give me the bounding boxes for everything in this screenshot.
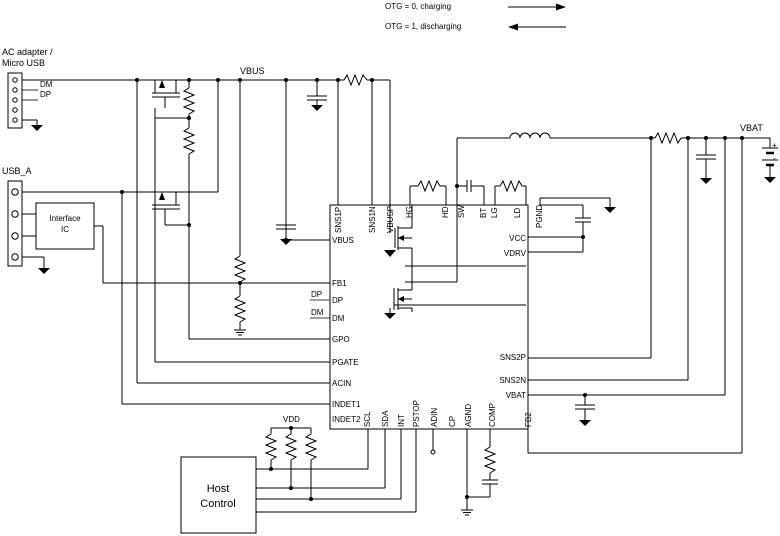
battery-plus: +	[772, 141, 777, 150]
pin-vbus: VBUS	[332, 236, 354, 245]
interface-ic-label-1: Interface	[49, 214, 81, 223]
pin-vdrv: VDRV	[504, 249, 527, 258]
legend-otg-charging: OTG = 0, charging	[385, 2, 451, 11]
control-wires: DP DM	[121, 80, 330, 405]
pin-lg: LG	[490, 207, 499, 218]
bottom-network	[430, 429, 498, 516]
pin-adin: ADIN	[430, 408, 439, 427]
pin-sns1n: SNS1N	[368, 206, 377, 233]
interface-ic-label-2: IC	[61, 225, 69, 234]
charger-ic: VBUS FB1 DP DM GPO PGATE ACIN INDET1 IND…	[329, 204, 544, 430]
pin-indet2: INDET2	[332, 415, 361, 424]
pin-hg: HG	[405, 206, 414, 218]
usb-a-label: USB_A	[2, 166, 32, 176]
inductor-icon	[509, 132, 551, 139]
battery-minus: -	[773, 154, 776, 163]
pin-dm: DM	[332, 314, 345, 323]
pin-ld: LD	[513, 208, 522, 218]
pin-indet1: INDET1	[332, 400, 361, 409]
dp-net-label: DP	[311, 290, 322, 299]
pin-pgate: PGATE	[332, 358, 359, 367]
pin-sns1p: SNS1P	[334, 207, 343, 233]
pin-comp: COMP	[488, 403, 497, 427]
battery-side: VBAT + -	[527, 123, 778, 454]
vdd-net-label: VDD	[283, 415, 300, 424]
interface-ic: Interface IC	[35, 202, 330, 284]
vbus-net-label: VBUS	[240, 66, 265, 76]
pin-pgnd: PGND	[535, 205, 544, 228]
pin-scl: SCL	[363, 411, 372, 427]
pin-cp: CP	[448, 416, 457, 427]
junction-dots	[120, 78, 744, 501]
host-label-2: Control	[200, 498, 235, 510]
pin-int: INT	[397, 414, 406, 427]
vcc-vdrv-network	[528, 197, 617, 253]
pin-fb2: FB2	[524, 412, 533, 427]
pin-pstop: PSTOP	[412, 400, 421, 427]
pin-fb1: FB1	[332, 279, 347, 288]
vbat-net-label: VBAT	[740, 123, 763, 133]
host-interface: VDD Host Control	[180, 415, 417, 534]
legend-otg-discharging: OTG = 1, discharging	[385, 22, 461, 31]
pin-hd: HD	[441, 206, 450, 218]
pin-acin: ACIN	[332, 379, 351, 388]
pin-gpo: GPO	[332, 335, 350, 344]
otg-legend: OTG = 0, charging OTG = 1, discharging	[385, 2, 566, 31]
micro-usb-connector: AC adapter / Micro USB DM DP	[2, 47, 145, 132]
ac-adapter-label-2: Micro USB	[2, 58, 45, 68]
dm-net-label: DM	[311, 308, 324, 317]
usb-a-connector: USB_A	[2, 166, 145, 275]
pin-sns2p: SNS2P	[500, 353, 526, 362]
power-stage	[383, 132, 655, 320]
pin-sns2n: SNS2N	[499, 376, 526, 385]
pin-vbat: VBAT	[506, 391, 526, 400]
arrow-left-icon	[508, 23, 566, 31]
pin-sda: SDA	[381, 410, 390, 427]
arrow-right-icon	[508, 3, 566, 11]
host-label-1: Host	[207, 483, 230, 495]
host-control-block	[180, 456, 257, 534]
pin-agnd: AGND	[464, 404, 473, 427]
pin-sw: SW	[457, 205, 466, 218]
pin-vcc: VCC	[509, 234, 526, 243]
pin-dp: DP	[332, 296, 343, 305]
dp-label-microusb: DP	[40, 90, 51, 99]
input-path: VBUS	[145, 66, 391, 336]
dm-label-microusb: DM	[40, 80, 53, 89]
pin-bt: BT	[479, 208, 488, 218]
ac-adapter-label-1: AC adapter /	[2, 47, 53, 57]
battery-icon: + -	[762, 138, 778, 184]
